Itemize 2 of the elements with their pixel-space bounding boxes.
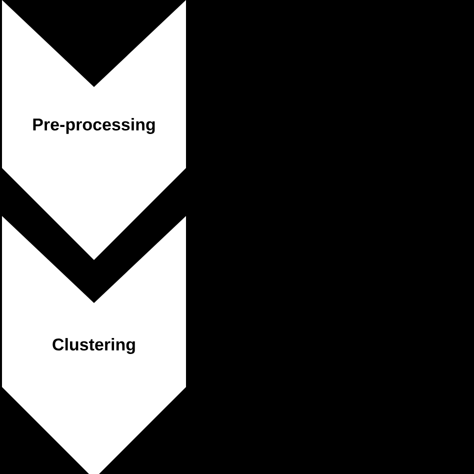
- chevron-step: Clustering: [2, 216, 186, 474]
- chevron-step: Pre-processing: [2, 0, 186, 260]
